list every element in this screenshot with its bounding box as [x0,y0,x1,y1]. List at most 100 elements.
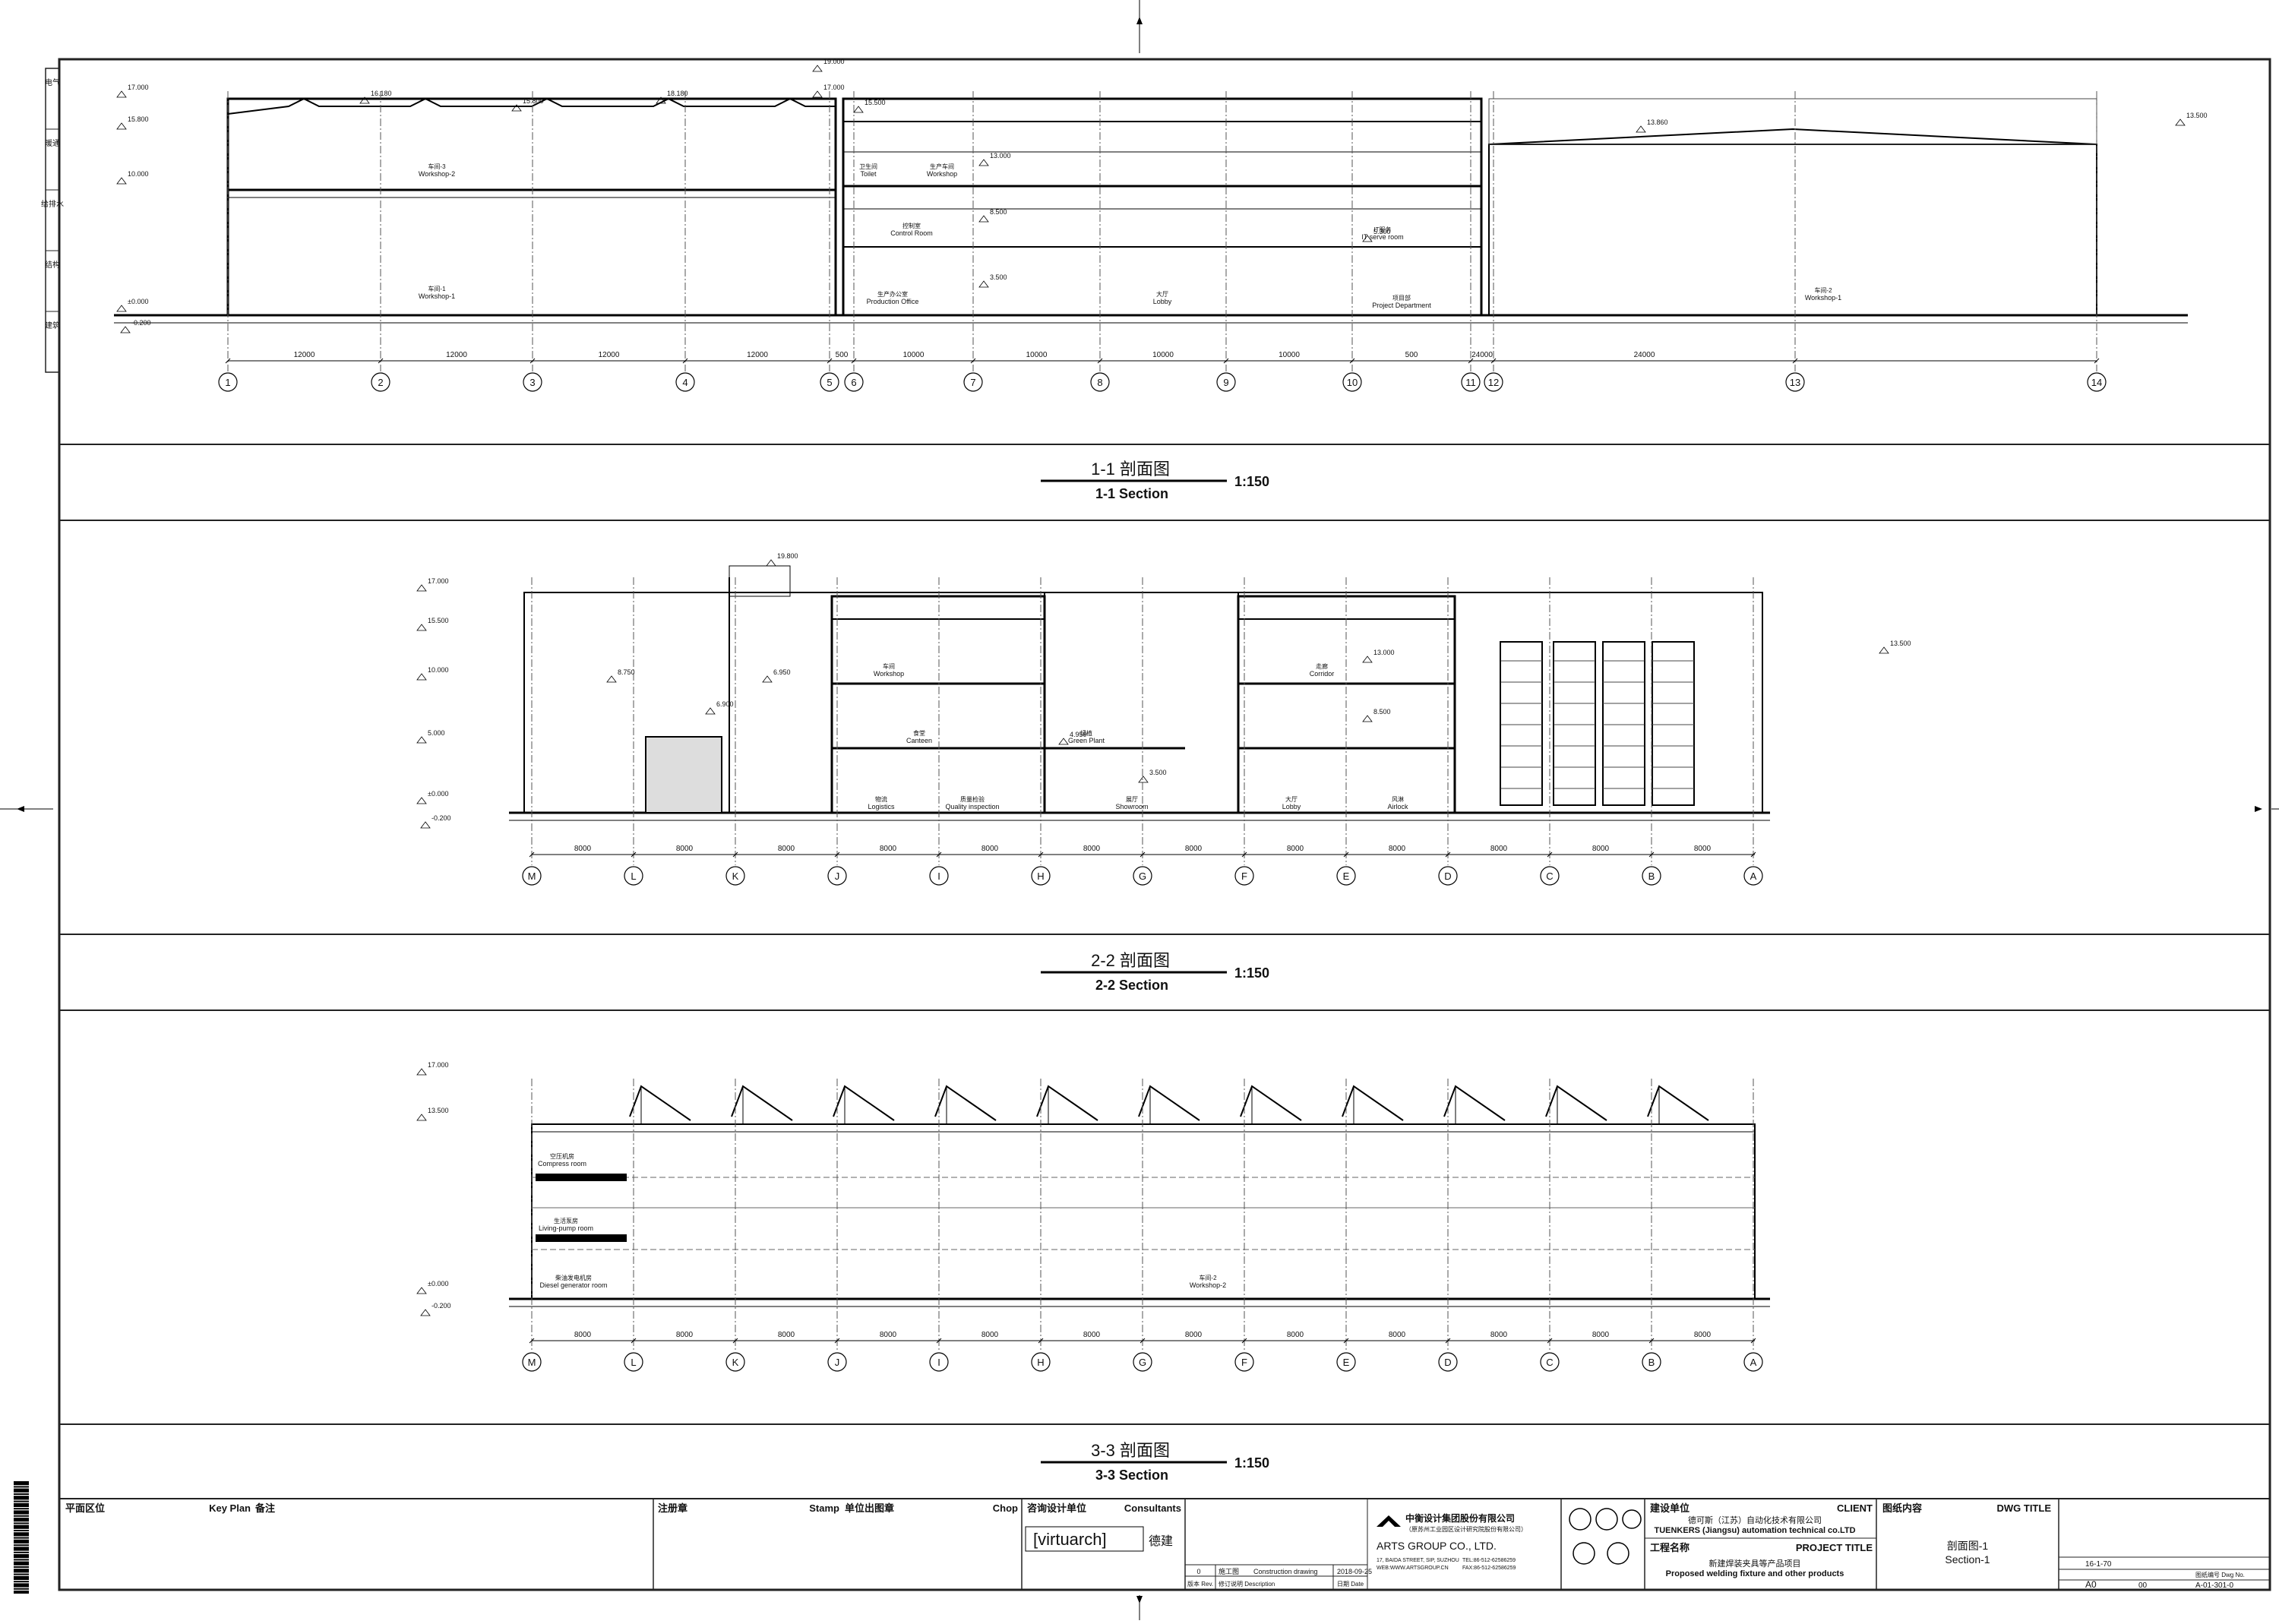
span-dimension: 8000 [1389,845,1406,853]
level-value: 3.500 [990,273,1007,281]
span-dimension: 8000 [574,1331,592,1339]
grid-axis-label: 8 [1097,377,1102,388]
room-label-cn: 风淋 [1392,795,1404,803]
level-value: 19.000 [823,58,845,65]
grid-axis-label: G [1139,1357,1146,1368]
grid-axis-label: 4 [682,377,687,388]
grid-axis-bubble [820,372,839,392]
rack-frame [1500,641,1543,806]
grid-axis-bubble [624,866,643,886]
level-marker-icon [812,90,823,98]
span-dimension: 8000 [1490,1331,1508,1339]
grid-axis-label: C [1546,1357,1553,1368]
room-label-en: Workshop-1 [419,292,455,300]
grid-axis-bubble [1540,866,1560,886]
section-title-cn: 3-3 剖面图 [1091,1441,1170,1460]
room-label-cn: 展厅 [1126,796,1138,803]
barcode [14,1481,29,1594]
consultant-logo-cn: 德建 [1149,1534,1173,1548]
grid-axis-bubble [1484,372,1503,392]
revision-header-no: 版本 Rev. [1187,1580,1213,1588]
sawtooth-roof [1647,1085,1709,1121]
span-dimension: 8000 [778,1331,795,1339]
level-value: ±0.000 [428,1280,448,1288]
level-value: 13.000 [990,152,1011,160]
section-title-en: 1-1 Section [1095,486,1168,501]
room-label-cn: 食堂 [913,729,925,737]
room-label-cn: 生活泵房 [554,1217,578,1224]
level-value: 8.500 [990,208,1007,216]
grid-axis-label: 12 [1488,377,1499,388]
level-value: 6.900 [716,700,734,708]
level-marker-icon [2175,118,2186,126]
room-label-cn: 空压机房 [550,1152,574,1160]
stamp-label-en: Stamp [809,1502,839,1514]
revision-header-date: 日期 Date [1337,1581,1364,1588]
grid-axis-bubble [675,372,695,392]
grid-axis-bubble [522,866,542,886]
level-value: 17.000 [823,84,845,91]
grid-axis-label: B [1648,1357,1655,1368]
room-label-en: Diesel generator room [539,1281,607,1289]
consultant-label-cn: 咨询设计单位 [1027,1502,1086,1514]
level-marker-icon [416,584,427,592]
consultant-logo: [virtuarch] [1033,1530,1107,1549]
grid-axis-bubble [1642,1352,1661,1372]
level-marker-icon [766,559,776,567]
grid-axis-label: K [732,1357,739,1368]
section-scale: 1:150 [1234,474,1269,489]
span-dimension: 24000 [1471,351,1493,359]
grid-axis-bubble [1540,1352,1560,1372]
room-label-cn: 控制室 [902,222,921,229]
room-label-cn: 大厅 [1156,290,1168,298]
grid-axis-label: D [1444,870,1451,882]
grid-axis-bubble [827,866,847,886]
room-label-en: Lobby [1282,803,1301,810]
level-marker-icon [762,675,773,683]
grid-axis-bubble [1234,866,1254,886]
level-marker-icon [1362,656,1373,663]
room-label-cn: 生产车间 [930,163,954,170]
level-marker-icon [359,96,370,104]
room-label-cn: 生产办公室 [877,290,908,298]
company-name-en: ARTS GROUP CO., LTD. [1377,1540,1497,1552]
span-dimension: 8000 [880,845,897,853]
grid-axis-bubble [624,1352,643,1372]
revision-date: 2018-09-25 [1337,1568,1372,1575]
company-fax: FAX:86-512-62586259 [1462,1566,1516,1571]
sheet-size: A0 [2085,1579,2097,1590]
span-dimension: 8000 [1185,1331,1203,1339]
level-value: 10.000 [128,170,149,178]
rack-frame [1553,641,1596,806]
level-marker-icon [978,280,989,288]
level-value: 4.950 [1070,731,1087,738]
project-name-cn: 新建焊装夹具等产品项目 [1709,1558,1801,1569]
level-marker-icon [853,106,864,113]
level-value: 16.180 [371,90,392,97]
level-marker-icon [656,96,666,104]
level-marker-icon [116,90,127,98]
sawtooth-roof [1342,1085,1404,1121]
level-marker-icon [416,624,427,631]
grid-axis-label: D [1444,1357,1451,1368]
client-label-cn: 建设单位 [1650,1502,1689,1514]
room-label-cn: 车间-3 [428,163,446,170]
grid-axis-bubble [1216,372,1236,392]
room-label-cn: IT服务 [1373,226,1391,233]
level-value: 19.800 [777,552,798,560]
grid-axis-label: I [937,870,940,882]
level-value: 5.000 [428,729,445,737]
grid-axis-label: F [1241,870,1247,882]
level-value: 8.500 [1373,708,1391,716]
arts-logo-icon [1377,1515,1401,1527]
grid-axis-label: 14 [2091,377,2102,388]
revision-header-desc: 修订说明 Description [1219,1580,1275,1588]
level-marker-icon [420,1309,431,1316]
grid-axis-label: A [1750,870,1757,882]
room-label-cn: 车间-1 [428,285,446,292]
client-name-en: TUENKERS (Jiangsu) automation technical … [1654,1526,1855,1535]
grid-axis-bubble [1031,866,1051,886]
level-value: 8.750 [618,668,635,676]
level-marker-icon [416,797,427,804]
key-plan-label-en: Key Plan [209,1502,251,1514]
